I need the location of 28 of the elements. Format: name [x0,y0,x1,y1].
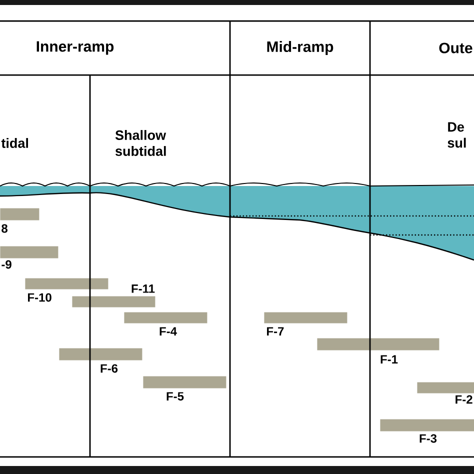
header-text: Mid-ramp [267,41,334,55]
facies-label: F-3 [420,434,437,443]
range-bar [143,376,226,388]
range-bar [380,419,474,432]
facies-label: F-11 [132,284,155,293]
facies-label: F-6 [100,364,118,373]
facies-label: F-7 [267,327,284,336]
facies-label: F-2 [456,395,472,404]
range-bar [0,208,40,220]
range-bar [264,312,348,324]
facies-label: F-10 [28,293,52,302]
zone-text: De sul [448,122,466,148]
range-bar [317,338,440,350]
range-bar [25,278,108,290]
header-text: Inner-ramp [36,41,114,55]
zone-text: tidal [1,138,28,148]
facies-label: -9 [2,260,12,269]
facies-label: F-1 [380,355,398,364]
range-bar [0,246,58,258]
zone-text: Shallow subtidal [115,130,166,156]
facies-label: F-4 [160,327,177,336]
range-bar [59,348,142,360]
facies-label: F-5 [166,392,184,401]
header-text: Oute [439,42,472,54]
range-bar [417,382,474,394]
range-bar [124,312,208,324]
range-bar [72,296,156,308]
facies-label: 8 [2,224,8,233]
